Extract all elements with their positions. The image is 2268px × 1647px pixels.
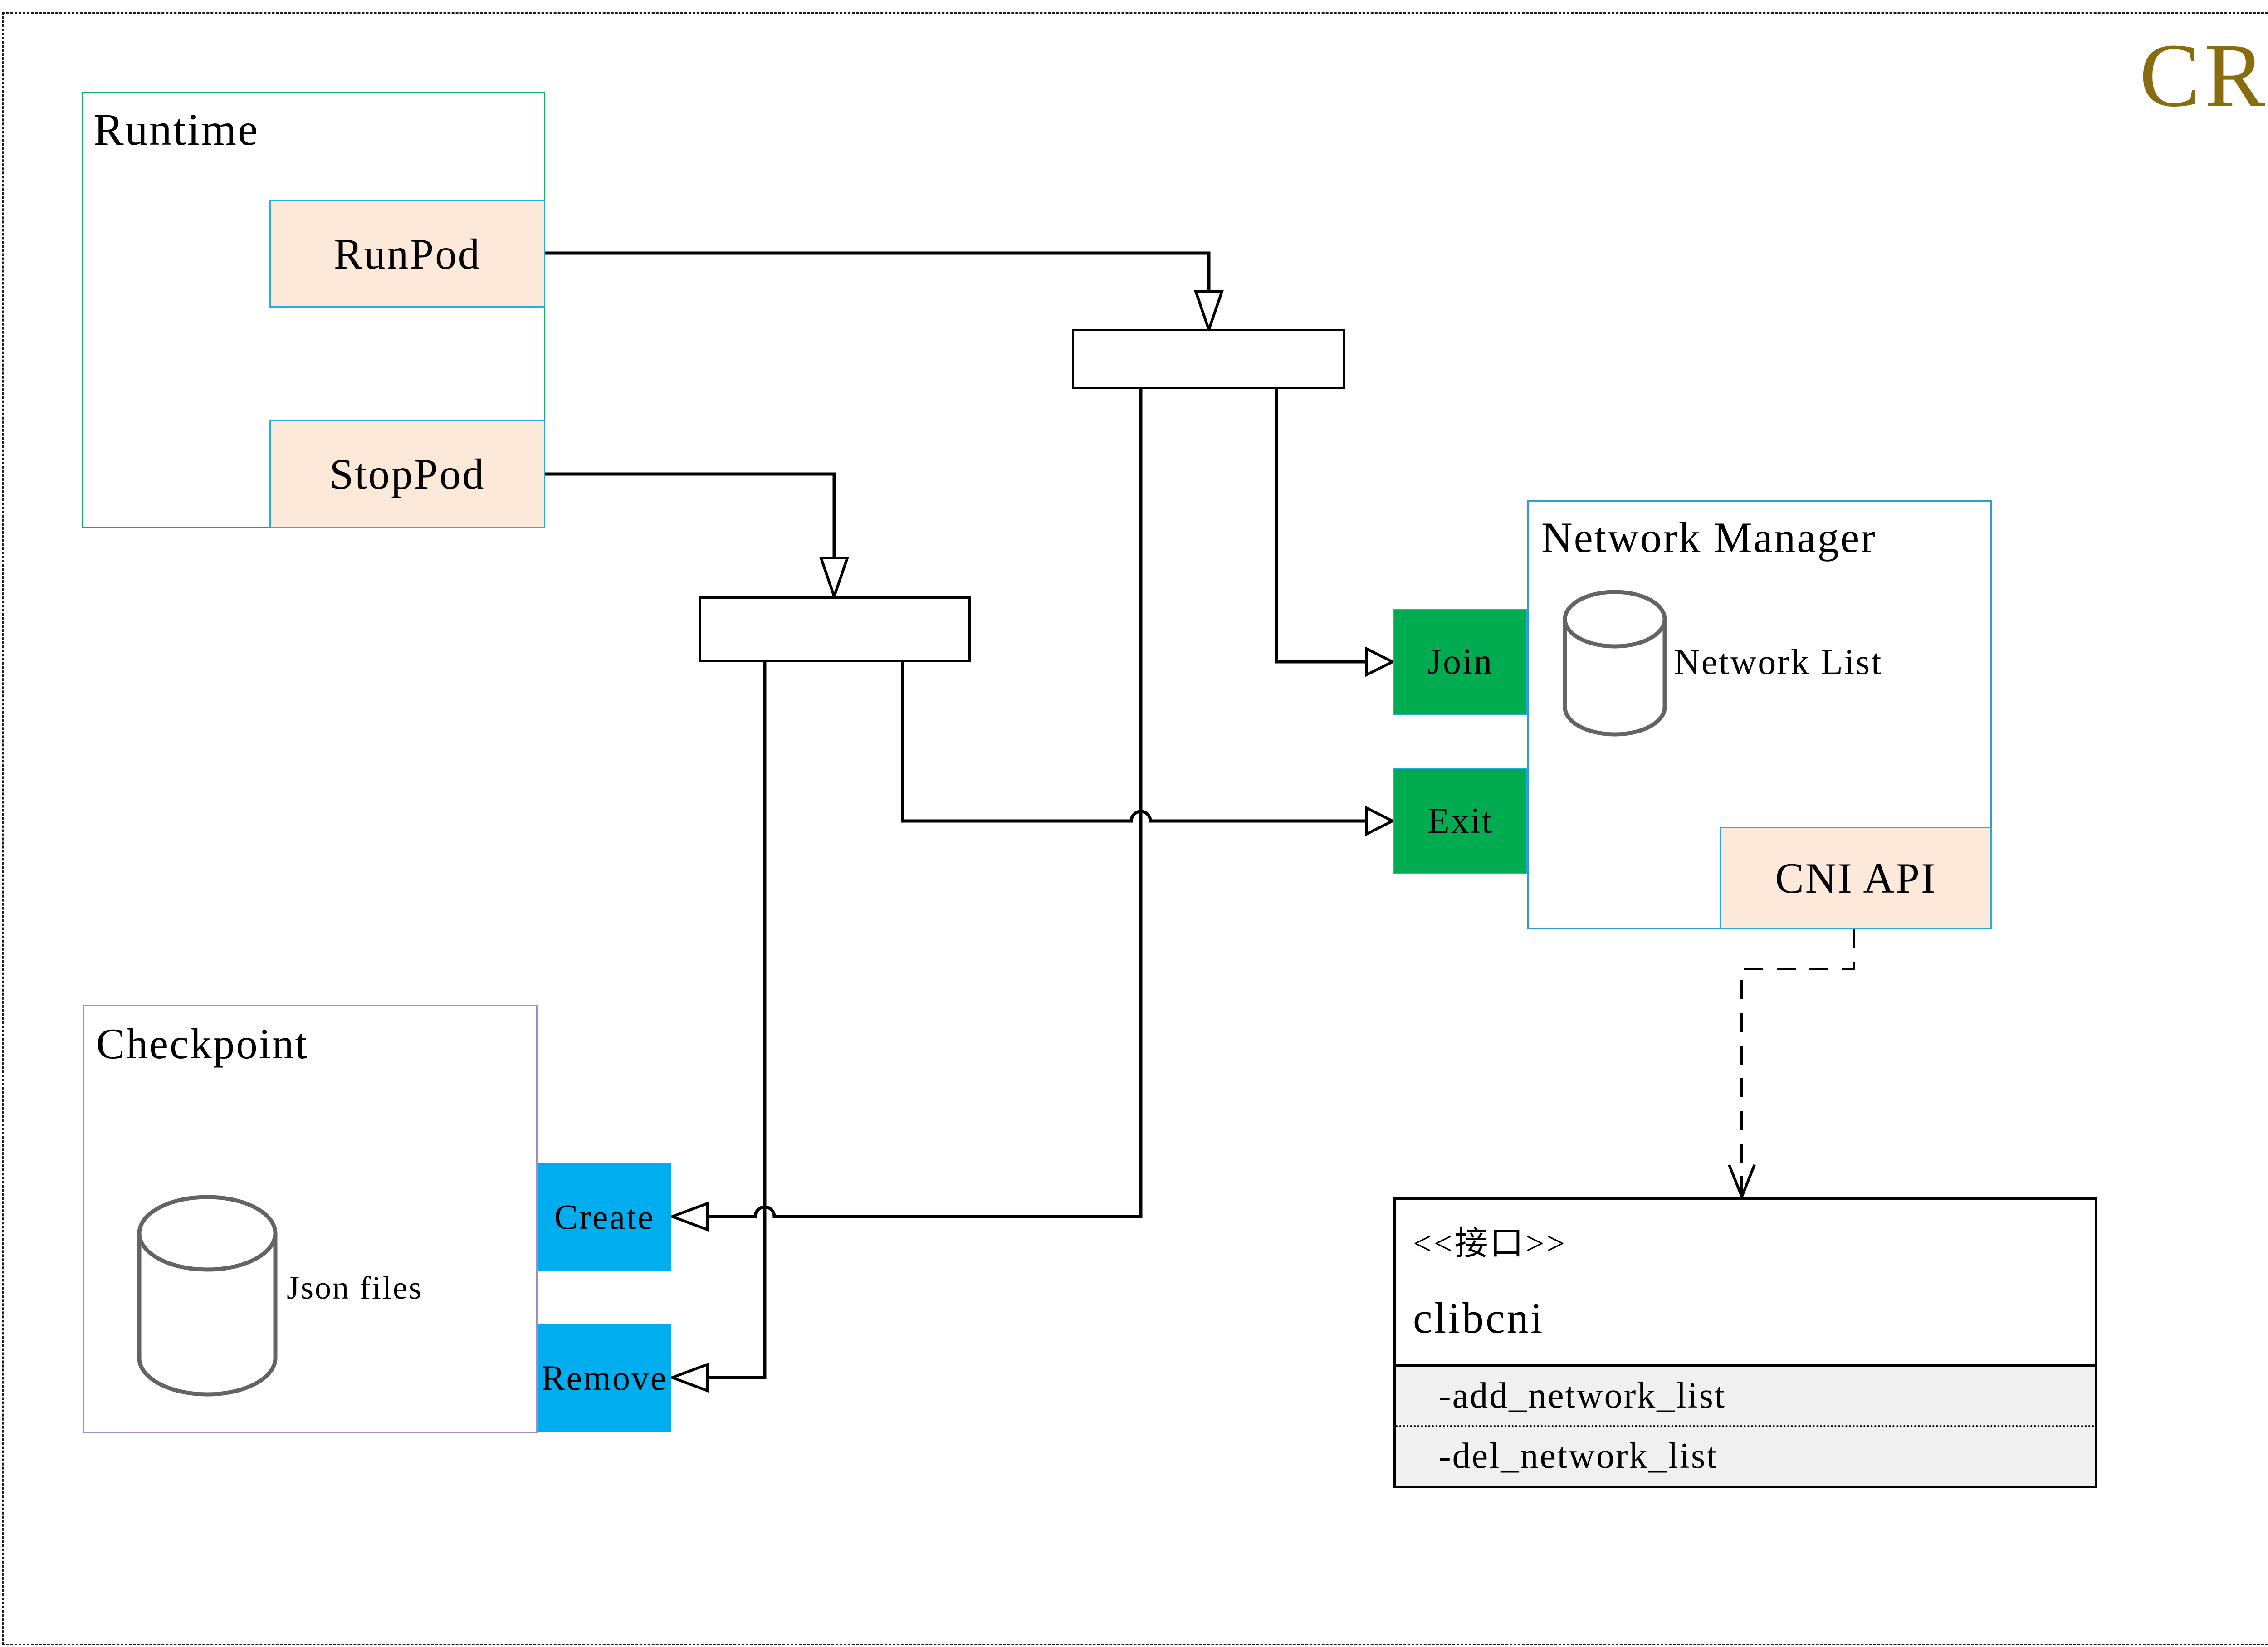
arrowhead-open-v-clibcni-icon (1728, 1164, 1756, 1201)
diagram-dashed-border (2, 12, 2268, 1645)
clibcni-methods-section: -add_network_list -del_network_list (1396, 1364, 2095, 1486)
connector-box-b-to-remove (709, 662, 767, 1379)
remove-label: Remove (541, 1358, 668, 1398)
checkpoint-label: Checkpoint (96, 1020, 308, 1068)
clibcni-stereotype: <<接口>> (1413, 1225, 1567, 1262)
network-list-label: Network List (1674, 642, 1883, 682)
runtime-label: Runtime (93, 104, 259, 155)
cni-api-box: CNI API (1720, 827, 1992, 929)
exit-label: Exit (1427, 801, 1494, 841)
runpod-label: RunPod (333, 230, 481, 278)
stoppod-box: StopPod (269, 420, 545, 528)
create-label: Create (554, 1197, 655, 1236)
network-manager-label: Network Manager (1541, 513, 1877, 562)
arrowhead-left-create-icon (668, 1201, 709, 1232)
connector-box-a-to-create (709, 389, 1143, 1218)
stoppod-label: StopPod (329, 450, 485, 498)
network-list-database-icon (1563, 590, 1667, 737)
arrowhead-right-join-icon (1365, 646, 1396, 677)
create-box: Create (538, 1163, 671, 1271)
process-box-a (1072, 329, 1345, 389)
clibcni-header: <<接口>> clibcni (1396, 1200, 2095, 1364)
arrowhead-down-box-a-icon (1193, 290, 1224, 334)
arrowhead-right-exit-icon (1365, 806, 1396, 836)
clibcni-method-del: -del_network_list (1439, 1436, 1718, 1476)
remove-box: Remove (538, 1324, 671, 1432)
runpod-box: RunPod (269, 200, 545, 308)
checkpoint-container (83, 1005, 538, 1433)
connector-runpod-to-box-a (545, 251, 1211, 291)
process-box-b (699, 596, 971, 662)
clibcni-method-add: -add_network_list (1396, 1367, 2095, 1427)
json-files-label: Json files (287, 1270, 423, 1306)
arrowhead-down-box-b-icon (819, 557, 850, 601)
cni-api-label: CNI API (1775, 854, 1937, 902)
page-title: CRI (2139, 25, 2268, 126)
exit-box: Exit (1393, 768, 1527, 874)
join-box: Join (1393, 609, 1527, 715)
clibcni-name: clibcni (1413, 1294, 1545, 1342)
connector-cniapi-to-clibcni-dashed (1740, 929, 1855, 1194)
connector-stoppod-to-box-b (545, 472, 836, 558)
arrowhead-left-remove-icon (668, 1362, 709, 1393)
join-label: Join (1427, 641, 1494, 682)
connector-box-a-to-join (1275, 389, 1365, 664)
clibcni-interface-box: <<接口>> clibcni -add_network_list -del_ne… (1393, 1197, 2097, 1488)
connector-box-b-to-exit (901, 662, 1365, 823)
json-files-database-icon (137, 1195, 278, 1397)
